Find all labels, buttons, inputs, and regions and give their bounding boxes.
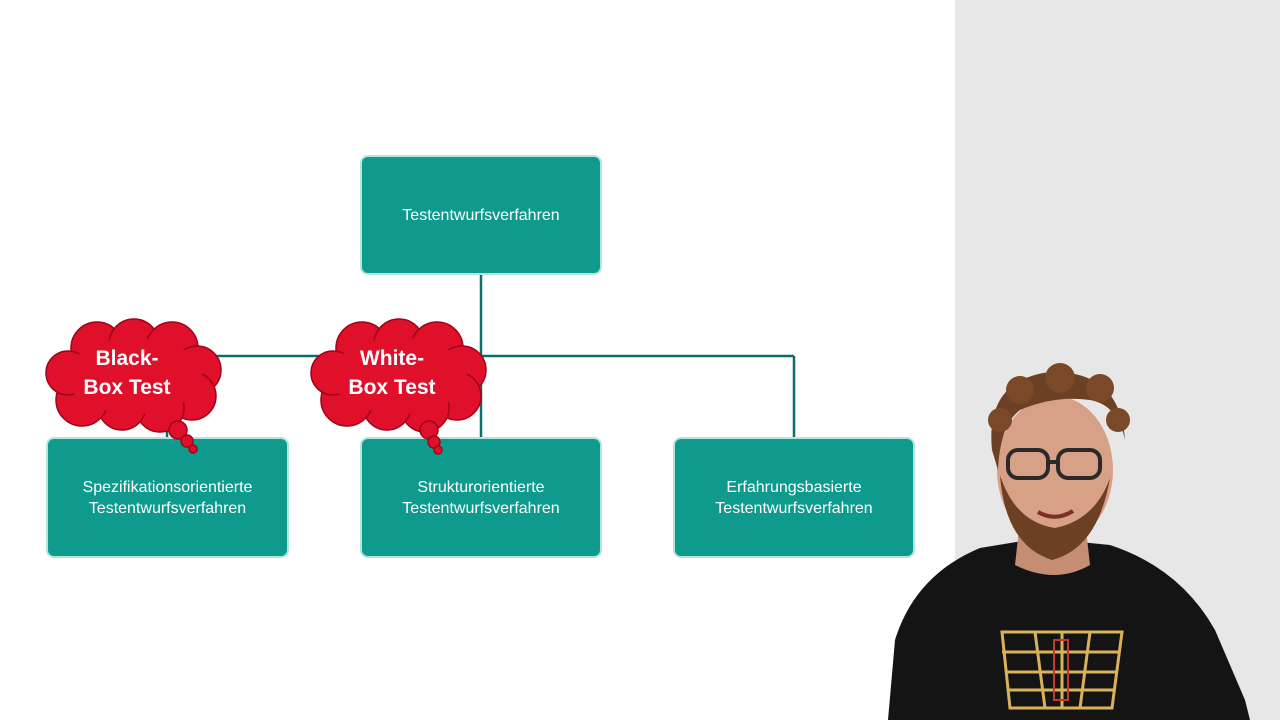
node-label-line: Testentwurfsverfahren [88, 499, 247, 517]
slide: Testentwurfsverfahren Spezifikationsorie… [45, 155, 915, 558]
annotation-line: Black- [95, 347, 159, 370]
node-strukturorientierte: Strukturorientierte Testentwurfsverfahre… [360, 437, 602, 558]
node-spezifikationsorientierte: Spezifikationsorientierte Testentwurfsve… [46, 437, 289, 558]
annotation-line: Box Test [348, 376, 436, 399]
node-label-line: Testentwurfsverfahren [715, 499, 873, 517]
root-node-testentwurfsverfahren: Testentwurfsverfahren [360, 155, 602, 275]
node-label-line: Erfahrungsbasierte [726, 478, 862, 496]
node-label-line: Strukturorientierte [417, 478, 545, 496]
node-label-line: Spezifikationsorientierte [82, 478, 253, 496]
annotation-line: Box Test [83, 376, 171, 399]
annotation-black-box-test: Black- Box Test [67, 344, 187, 402]
node-erfahrungsbasierte: Erfahrungsbasierte Testentwurfsverfahren [673, 437, 915, 558]
annotation-white-box-test: White- Box Test [332, 344, 452, 402]
node-label-line: Testentwurfsverfahren [402, 499, 560, 517]
root-node-label: Testentwurfsverfahren [402, 206, 560, 224]
shirt-graphic-icon [1000, 630, 1124, 710]
thought-cloud-icon [45, 318, 222, 454]
annotation-line: White- [359, 347, 425, 370]
presenter-figure [888, 363, 1250, 720]
thought-cloud-icon [310, 318, 487, 455]
